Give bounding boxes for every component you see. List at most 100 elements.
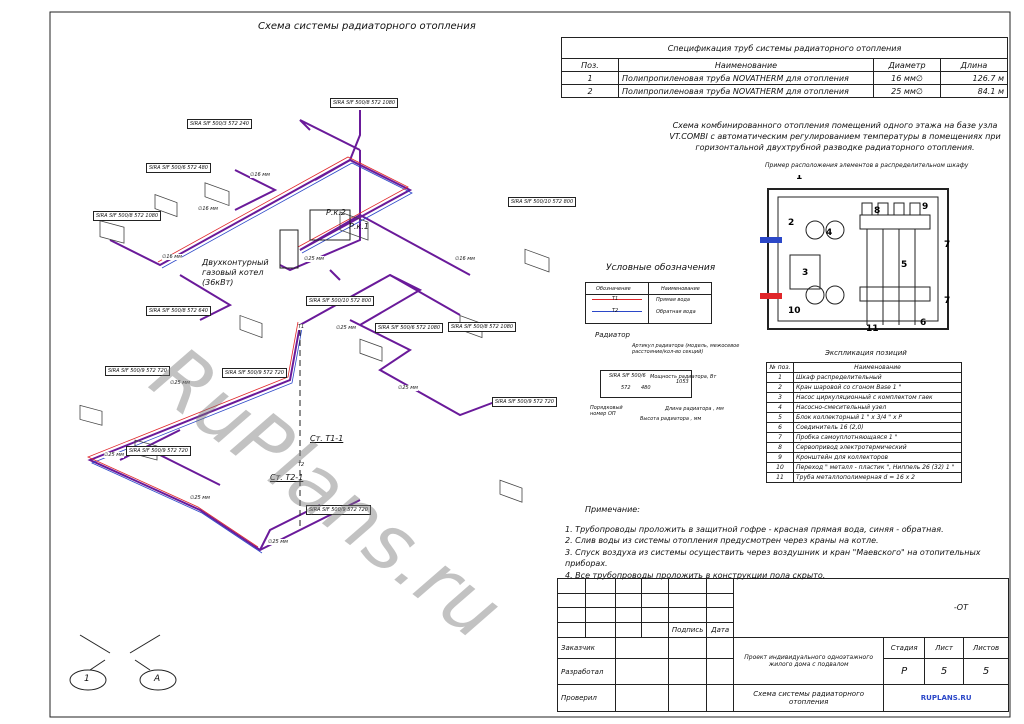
cabinet-title: Пример расположения элементов в распреде…: [765, 162, 969, 169]
legend-t1-name: Прямая вода: [656, 297, 690, 303]
radiator-tag: SIRA SIF 500/3 572 240: [187, 119, 252, 129]
radiator-tag: SIRA SIF 500/8 572 1080: [93, 211, 162, 221]
pipe-label: ∅25 мм: [398, 385, 418, 391]
svg-text:8: 8: [874, 206, 880, 216]
note-item: 2. Слив воды из системы отопления предус…: [565, 536, 879, 545]
radiator-tag: SIRA SIF 500/9 572 720: [126, 446, 191, 456]
stamp-sheets-h: Листов: [963, 636, 1009, 659]
pipe-label: ∅25 мм: [268, 539, 288, 545]
legend-t2-name: Обратная вода: [656, 309, 696, 315]
legend-col: Обозначение: [596, 286, 631, 292]
note-item: 3. Спуск воздуха из системы осуществить …: [565, 547, 981, 569]
stamp-checked: Проверил: [556, 684, 617, 712]
pipe-label: ∅16 мм: [198, 206, 218, 212]
svg-text:4: 4: [826, 228, 832, 238]
radiator-tag: SIRA SIF 500/8 572 640: [146, 306, 211, 316]
pipe-label: ∅25 мм: [304, 256, 324, 262]
pipe-label: ∅25 мм: [190, 495, 210, 501]
svg-text:2: 2: [788, 218, 794, 228]
axes-symbol: [69, 634, 177, 691]
radiator-tag: SIRA SIF 500/10 572 800: [508, 197, 577, 207]
return-pipes: [90, 162, 413, 554]
legend-t2: T2: [612, 308, 619, 314]
spec-row: 2 Полипропиленовая труба NOVATHERM для о…: [561, 84, 1008, 98]
note-item: 1. Трубопроводы проложить в защитной гоф…: [565, 524, 944, 534]
page-title: Схема системы радиаторного отопления: [258, 21, 476, 32]
riser-label-t1: Ст. Т1-1: [310, 434, 344, 443]
riser-label-t2: Ст. Т2-1: [270, 473, 304, 482]
axis-label-a: А: [154, 674, 161, 684]
spec-row: 1 Полипропиленовая труба NOVATHERM для о…: [561, 71, 1008, 85]
pipe-label: ∅16 мм: [455, 256, 475, 262]
stamp-customer: Заказчик: [556, 636, 617, 659]
boiler-label: Двухконтурный газовый котел (36кВт): [202, 258, 269, 287]
radiator-tag: SIRA SIF 500/10 572 800: [306, 296, 375, 306]
pipe-label: ∅16 мм: [162, 254, 182, 260]
pipe-label: ∅25 мм: [104, 452, 124, 458]
spec-header: Наименование: [618, 58, 874, 72]
cabinet-diagram: 1 2 3 4 5 6 7 7 8 9 10 11: [760, 175, 950, 334]
stamp-code: -ОТ: [733, 578, 1009, 638]
pipe-label: Т2: [298, 462, 305, 468]
legend-table: Обозначение Наименование T1 Прямая вода …: [585, 282, 712, 324]
svg-text:5: 5: [901, 260, 907, 270]
svg-text:1: 1: [796, 175, 802, 182]
svg-text:9: 9: [922, 202, 928, 212]
legend-t1: T1: [612, 296, 619, 302]
spec-header: Длина: [940, 58, 1008, 72]
stamp-sheets: 5: [963, 657, 1009, 686]
radiator-tag: SIRA SIF 500/6 572 480: [146, 163, 211, 173]
svg-text:11: 11: [866, 324, 879, 334]
svg-text:7: 7: [944, 240, 950, 250]
boiler-symbol: [279, 229, 299, 269]
radiator-legend-power: Мощность радиатора, Вт: [650, 374, 717, 380]
stamp-sheet-title: Схема системы радиаторного отопления: [733, 684, 885, 712]
radiator-tag: SIRA SIF 500/8 572 1080: [448, 322, 517, 332]
notes: Примечание: 1. Трубопроводы проложить в …: [565, 505, 1024, 581]
stamp-logo: RUPLANS.RU: [883, 684, 1009, 712]
radiator-tag: SIRA SIF 500/9 572 720: [306, 505, 371, 515]
stamp-sheet-h: Лист: [923, 636, 965, 659]
note-item: 4. Все трубопроводы проложить в конструк…: [565, 570, 826, 580]
explication-title: Экспликация позиций: [825, 349, 907, 357]
radiator-legend-height: Высота радиатора , мм: [640, 416, 702, 422]
stamp-date: Дата: [706, 621, 735, 638]
stamp-developer: Разработал: [556, 657, 617, 686]
manifold-label-1: Р.к.1: [349, 222, 369, 231]
svg-text:3: 3: [802, 268, 808, 278]
pipe-label: ∅16 мм: [250, 172, 270, 178]
svg-text:6: 6: [920, 318, 926, 328]
radiator-legend-title: Радиатор: [595, 331, 630, 339]
radiator-tag: SIRA SIF 500/8 572 1080: [330, 98, 399, 108]
svg-text:10: 10: [788, 306, 801, 316]
manifold-label-2: Р.к.2: [326, 208, 346, 217]
stamp-stage: Р: [883, 657, 925, 686]
pipe-label: ∅25 мм: [336, 325, 356, 331]
radiator-tag: SIRA SIF 500/9 572 720: [105, 366, 170, 376]
stamp-stage-h: Стадия: [883, 636, 925, 659]
radiator-tag: SIRA SIF 500/9 572 720: [222, 368, 287, 378]
radiator-legend-num: Порядковый номер ОП: [590, 405, 623, 417]
radiator-tag: SIRA SIF 500/9 572 720: [492, 397, 557, 407]
stamp-sign: Подпись: [667, 621, 708, 638]
stamp-project: Проект индивидуального одноэтажного жило…: [733, 636, 885, 686]
spec-header: Диаметр: [873, 58, 941, 72]
spec-header: Поз.: [561, 58, 619, 72]
axis-label-1: 1: [84, 674, 90, 684]
svg-text:7: 7: [944, 296, 950, 306]
spec-table: Спецификация труб системы радиаторного о…: [561, 37, 1008, 98]
